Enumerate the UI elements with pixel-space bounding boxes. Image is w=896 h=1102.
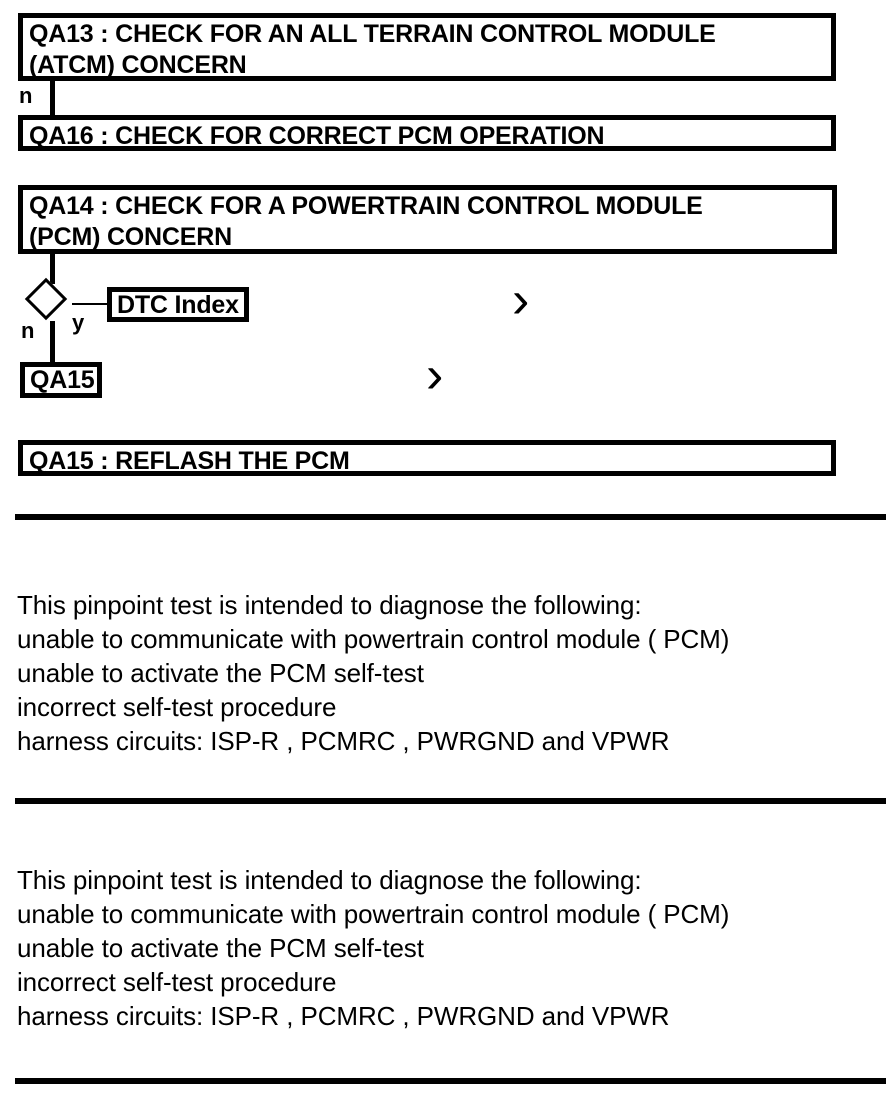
reference-box-qa15[interactable]: QA15	[20, 362, 102, 398]
step-box-qa13[interactable]: QA13 : CHECK FOR AN ALL TERRAIN CONTROL …	[18, 13, 836, 81]
section-divider	[15, 1078, 886, 1084]
pinpoint-test-description-1: This pinpoint test is intended to diagno…	[17, 590, 730, 756]
decision-diamond-icon	[24, 277, 68, 321]
chevron-right-icon: ›	[426, 346, 444, 404]
section-divider	[15, 798, 886, 804]
connector-decision-to-dtc-index	[72, 303, 108, 305]
pinpoint-test-description-2: This pinpoint test is intended to diagno…	[17, 865, 730, 1031]
section-divider	[15, 514, 886, 520]
reference-box-dtc-index[interactable]: DTC Index	[107, 287, 249, 322]
branch-label-no-qa13: n	[19, 83, 33, 108]
step-box-qa16[interactable]: QA16 : CHECK FOR CORRECT PCM OPERATION	[18, 115, 836, 151]
branch-label-no-decision: n	[21, 318, 35, 343]
step-box-qa14[interactable]: QA14 : CHECK FOR A POWERTRAIN CONTROL MO…	[18, 185, 837, 254]
connector-qa14-to-decision	[50, 253, 55, 284]
branch-label-yes-decision: y	[72, 310, 85, 335]
connector-qa13-to-qa16	[50, 81, 55, 116]
chevron-right-icon: ›	[512, 271, 530, 329]
connector-decision-to-qa15	[50, 321, 55, 363]
step-box-qa15[interactable]: QA15 : REFLASH THE PCM	[18, 440, 836, 476]
